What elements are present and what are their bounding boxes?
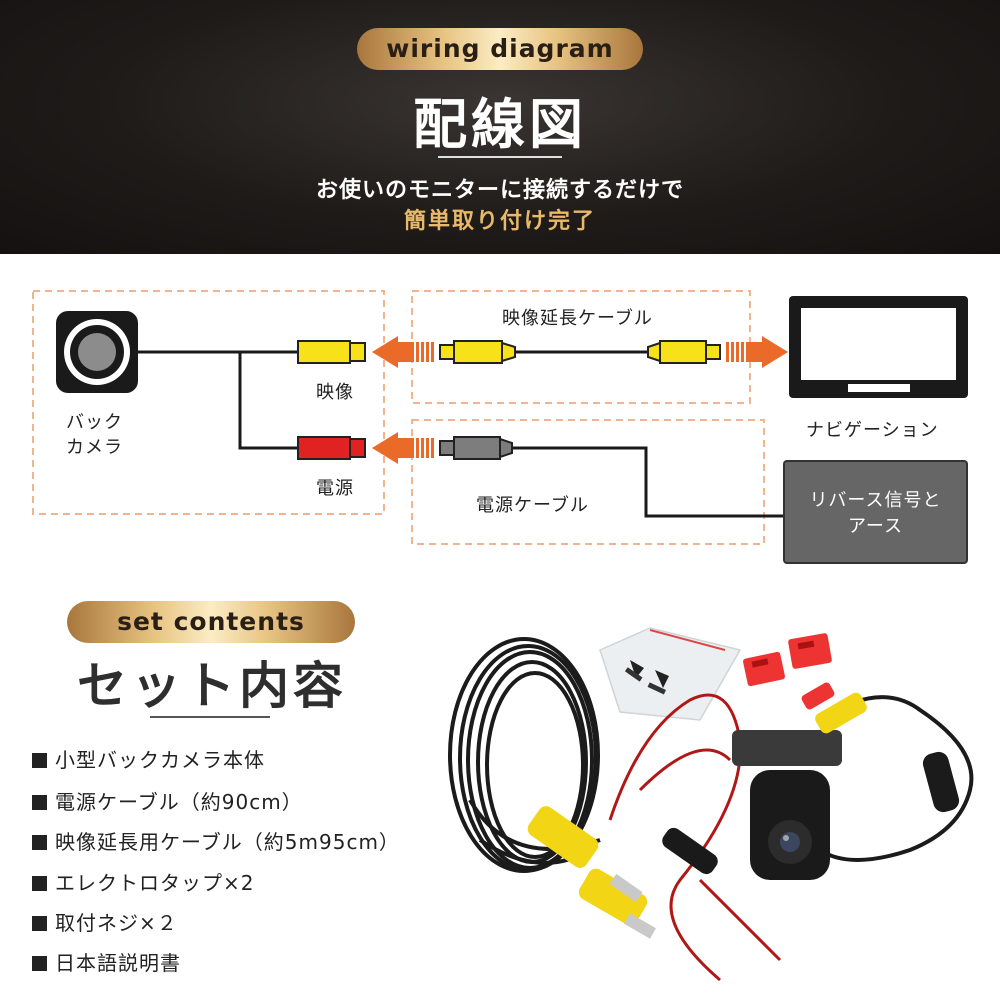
title-underline [438, 156, 562, 158]
power-plug-image [662, 827, 782, 962]
content-item-text: 映像延長用ケーブル（約5m95cm） [55, 830, 400, 854]
navigation-monitor-icon [789, 296, 968, 398]
screw-bag-image [599, 627, 742, 721]
reverse-signal-line2: アース [847, 516, 904, 537]
bullet-square-icon [32, 956, 47, 971]
arrow-right-navi [726, 336, 788, 368]
camera-icon [56, 311, 138, 393]
header-subtitle: お使いのモニターに接続するだけで [315, 178, 684, 203]
content-item-text: 小型バックカメラ本体 [55, 748, 265, 772]
camera-wires [138, 350, 300, 450]
wiring-diagram [32, 290, 968, 545]
set-contents-pill: set contents [67, 601, 355, 643]
rca-yellow-plug-image [527, 806, 656, 939]
arrow-left-video [372, 336, 434, 368]
bullet-square-icon [32, 916, 47, 931]
content-item: 日本語説明書 [32, 947, 181, 976]
camera-power-connector [297, 436, 366, 460]
video-cable-left-plug [439, 340, 516, 364]
content-item: 電源ケーブル（約90cm） [32, 786, 303, 815]
video-cable-coil-image [448, 637, 601, 873]
content-item: エレクトロタップ×2 [32, 867, 254, 896]
camera-yellow-plug-image [815, 692, 867, 734]
header-highlight: 簡単取り付け完了 [403, 209, 596, 234]
content-item: 取付ネジ×２ [32, 907, 178, 936]
page-title: 配線図 [413, 93, 587, 156]
content-item-text: 取付ネジ×２ [55, 911, 178, 935]
camera-body-image [732, 730, 842, 880]
back-camera-label-line2: カメラ [66, 437, 123, 458]
power-cable-plug [439, 436, 513, 460]
bullet-square-icon [32, 753, 47, 768]
bullet-square-icon [32, 876, 47, 891]
video-cable-label: 映像延長ケーブル [502, 308, 653, 329]
video-label: 映像 [316, 382, 354, 403]
video-cable-right-plug [647, 340, 721, 364]
power-label: 電源 [316, 478, 354, 499]
power-cable-label: 電源ケーブル [476, 495, 589, 516]
camera-video-connector [297, 340, 366, 364]
product-photo [448, 627, 974, 982]
camera-box [32, 290, 385, 515]
content-item: 小型バックカメラ本体 [32, 744, 265, 773]
content-item-text: エレクトロタップ×2 [55, 871, 255, 895]
reverse-signal-box: リバース信号と アース [783, 460, 968, 564]
bullet-square-icon [32, 795, 47, 810]
reverse-signal-line1: リバース信号と [809, 490, 942, 511]
set-contents-title: セット内容 [77, 657, 347, 715]
bullet-square-icon [32, 835, 47, 850]
back-camera-label-line1: バック [66, 412, 123, 433]
set-contents-underline [150, 716, 270, 718]
electro-tap-image [743, 633, 832, 687]
camera-cable-image [818, 695, 974, 862]
content-item-text: 電源ケーブル（約90cm） [55, 790, 303, 814]
content-item-text: 日本語説明書 [55, 951, 181, 975]
power-cable-wire [510, 446, 783, 518]
navigation-label: ナビゲーション [806, 420, 939, 441]
arrow-left-power [372, 432, 434, 464]
power-cable-box [411, 419, 765, 545]
wiring-diagram-pill: wiring diagram [357, 28, 643, 70]
content-item: 映像延長用ケーブル（約5m95cm） [32, 826, 400, 855]
